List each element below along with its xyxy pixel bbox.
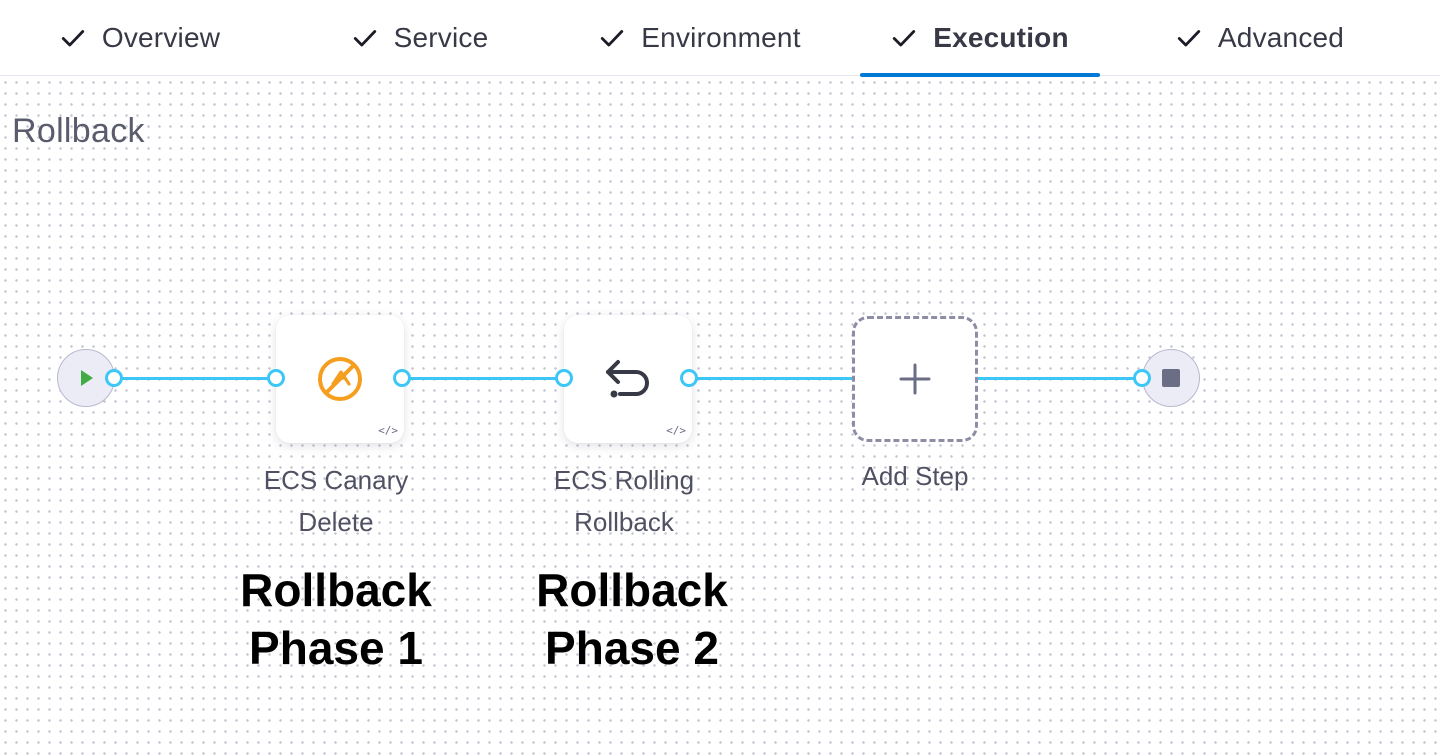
tab-label: Service [393, 22, 489, 53]
connector-port[interactable] [680, 369, 698, 387]
check-icon [601, 30, 624, 47]
tab-environment[interactable]: Environment [580, 0, 820, 76]
annotation-line: Rollback [240, 564, 432, 616]
step-name-line: ECS Canary [263, 465, 409, 495]
yaml-code-icon: </> [666, 424, 686, 437]
annotation-line: Rollback [536, 564, 728, 616]
tab-label: Execution [933, 22, 1069, 53]
connector-port[interactable] [555, 369, 573, 387]
connector-line [114, 377, 277, 380]
yaml-code-icon: </> [378, 424, 398, 437]
ecs-canary-delete-icon [318, 357, 362, 401]
connector-port[interactable] [105, 369, 123, 387]
step-name-ecs-canary-delete: ECS Canary Delete [226, 459, 446, 543]
annotation-line: Phase 1 [249, 622, 423, 674]
tab-execution[interactable]: Execution [870, 0, 1090, 76]
active-tab-indicator [860, 73, 1100, 77]
tab-label: Overview [101, 22, 221, 53]
add-step-label: Add Step [861, 461, 969, 491]
rollback-phase-1-annotation: Rollback Phase 1 [206, 561, 466, 677]
check-icon [353, 30, 376, 47]
connector-port[interactable] [393, 369, 411, 387]
connector-port[interactable] [267, 369, 285, 387]
check-icon [893, 30, 916, 47]
connector-port[interactable] [1133, 369, 1151, 387]
stop-icon [1162, 369, 1180, 387]
tab-advanced[interactable]: Advanced [1155, 0, 1365, 76]
connector-line [976, 377, 1142, 380]
play-icon [81, 370, 93, 386]
tab-label: Advanced [1217, 22, 1345, 53]
plus-icon [899, 363, 931, 395]
rollback-arrow-icon [606, 360, 649, 398]
step-name-line: Delete [298, 507, 374, 537]
section-title: Rollback [12, 112, 145, 150]
rollback-phase-2-annotation: Rollback Phase 2 [502, 561, 762, 677]
step-name-line: ECS Rolling [553, 465, 695, 495]
connector-line [689, 377, 854, 380]
pipeline-end-node [1142, 349, 1200, 407]
wizard-tab-bar: Overview Service Environment Execution A… [0, 0, 1440, 77]
step-ecs-rolling-rollback[interactable]: </> [564, 315, 692, 443]
check-icon [61, 30, 85, 47]
step-name-ecs-rolling-rollback: ECS Rolling Rollback [514, 459, 734, 543]
step-name-line: Rollback [574, 507, 674, 537]
tab-overview[interactable]: Overview [40, 0, 240, 76]
connector-line [402, 377, 564, 380]
add-step-button[interactable] [852, 316, 978, 442]
tab-label: Environment [641, 22, 801, 53]
pipeline-canvas[interactable] [0, 77, 1440, 756]
check-icon [1177, 30, 1201, 47]
annotation-line: Phase 2 [545, 622, 719, 674]
tab-service[interactable]: Service [330, 0, 510, 76]
step-ecs-canary-delete[interactable]: </> [276, 315, 404, 443]
